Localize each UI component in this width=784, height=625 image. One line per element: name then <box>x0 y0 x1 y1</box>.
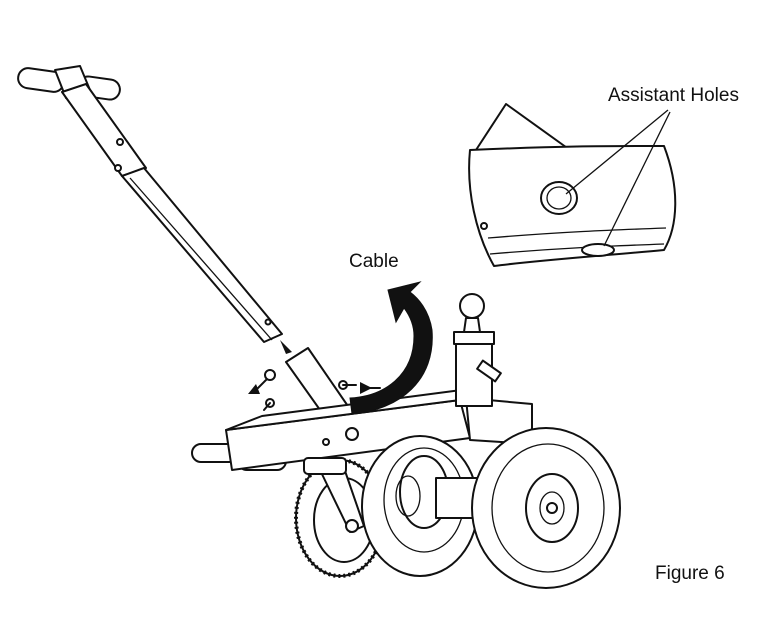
drive-wheel <box>471 427 621 589</box>
cable-arrow <box>349 281 433 415</box>
tow-handle <box>17 65 283 343</box>
hitch-ball <box>453 293 502 407</box>
assistant-holes-inset <box>468 103 677 267</box>
insert-arrows <box>248 340 381 394</box>
assistant-holes-label: Assistant Holes <box>608 85 739 106</box>
bolts <box>263 369 357 411</box>
caster-wheel <box>294 457 386 578</box>
figure-caption: Figure 6 <box>655 563 725 584</box>
cable-label: Cable <box>349 251 399 272</box>
